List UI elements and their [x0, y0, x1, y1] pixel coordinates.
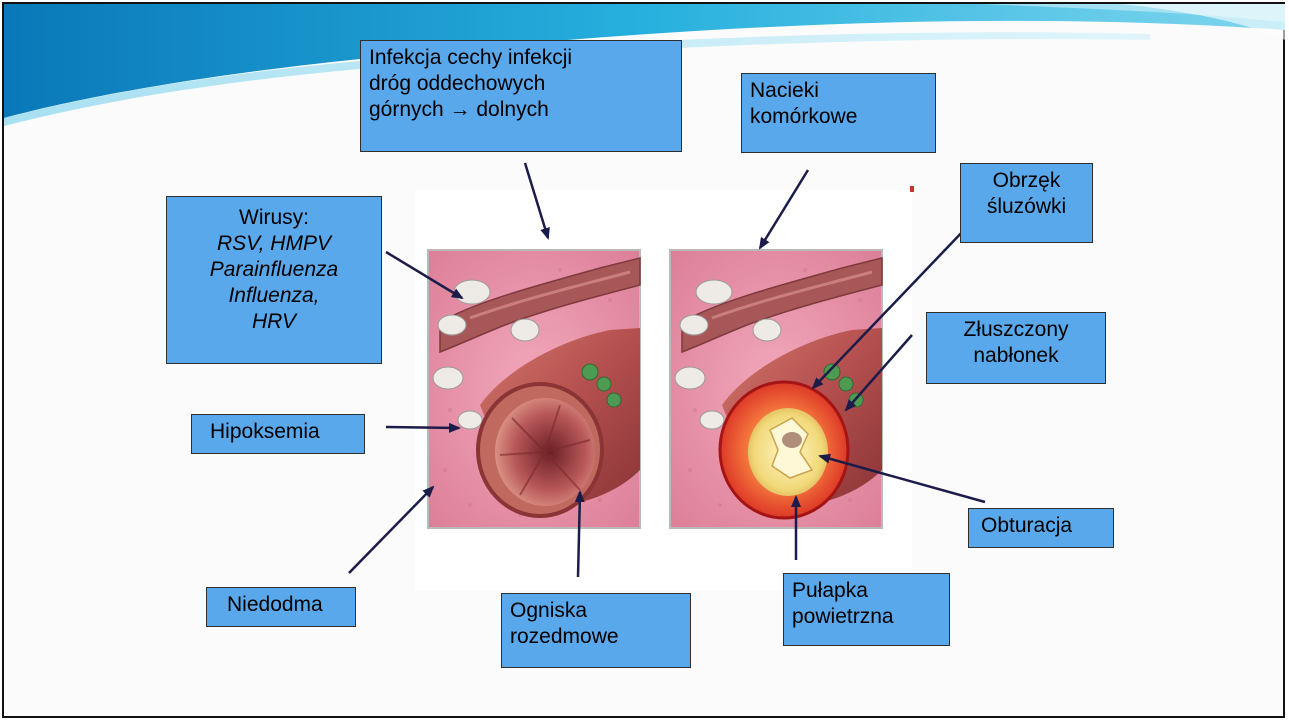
normal-bronchiole-illustration [428, 250, 640, 528]
label-epithelium: Złuszczony nabłonek [926, 312, 1106, 384]
inflamed-bronchiole-illustration [670, 250, 882, 528]
arrow-hypoxemia [386, 427, 459, 428]
label-infiltrates: Nacieki komórkowe [741, 73, 936, 153]
decorative-mark [910, 186, 914, 192]
label-infection: Infekcja cechy infekcji dróg oddechowych… [360, 40, 682, 152]
label-air-trap: Pułapka powietrzna [783, 573, 950, 646]
label-obstruction: Obturacja [968, 508, 1114, 548]
label-viruses: Wirusy: RSV, HMPV Parainfluenza Influenz… [166, 196, 382, 364]
label-edema: Obrzęk śluzówki [960, 163, 1093, 243]
label-emphysema: Ogniska rozedmowe [501, 593, 691, 668]
label-atelectasis: Niedodma [206, 587, 356, 627]
label-hypoxemia: Hipoksemia [191, 414, 365, 454]
